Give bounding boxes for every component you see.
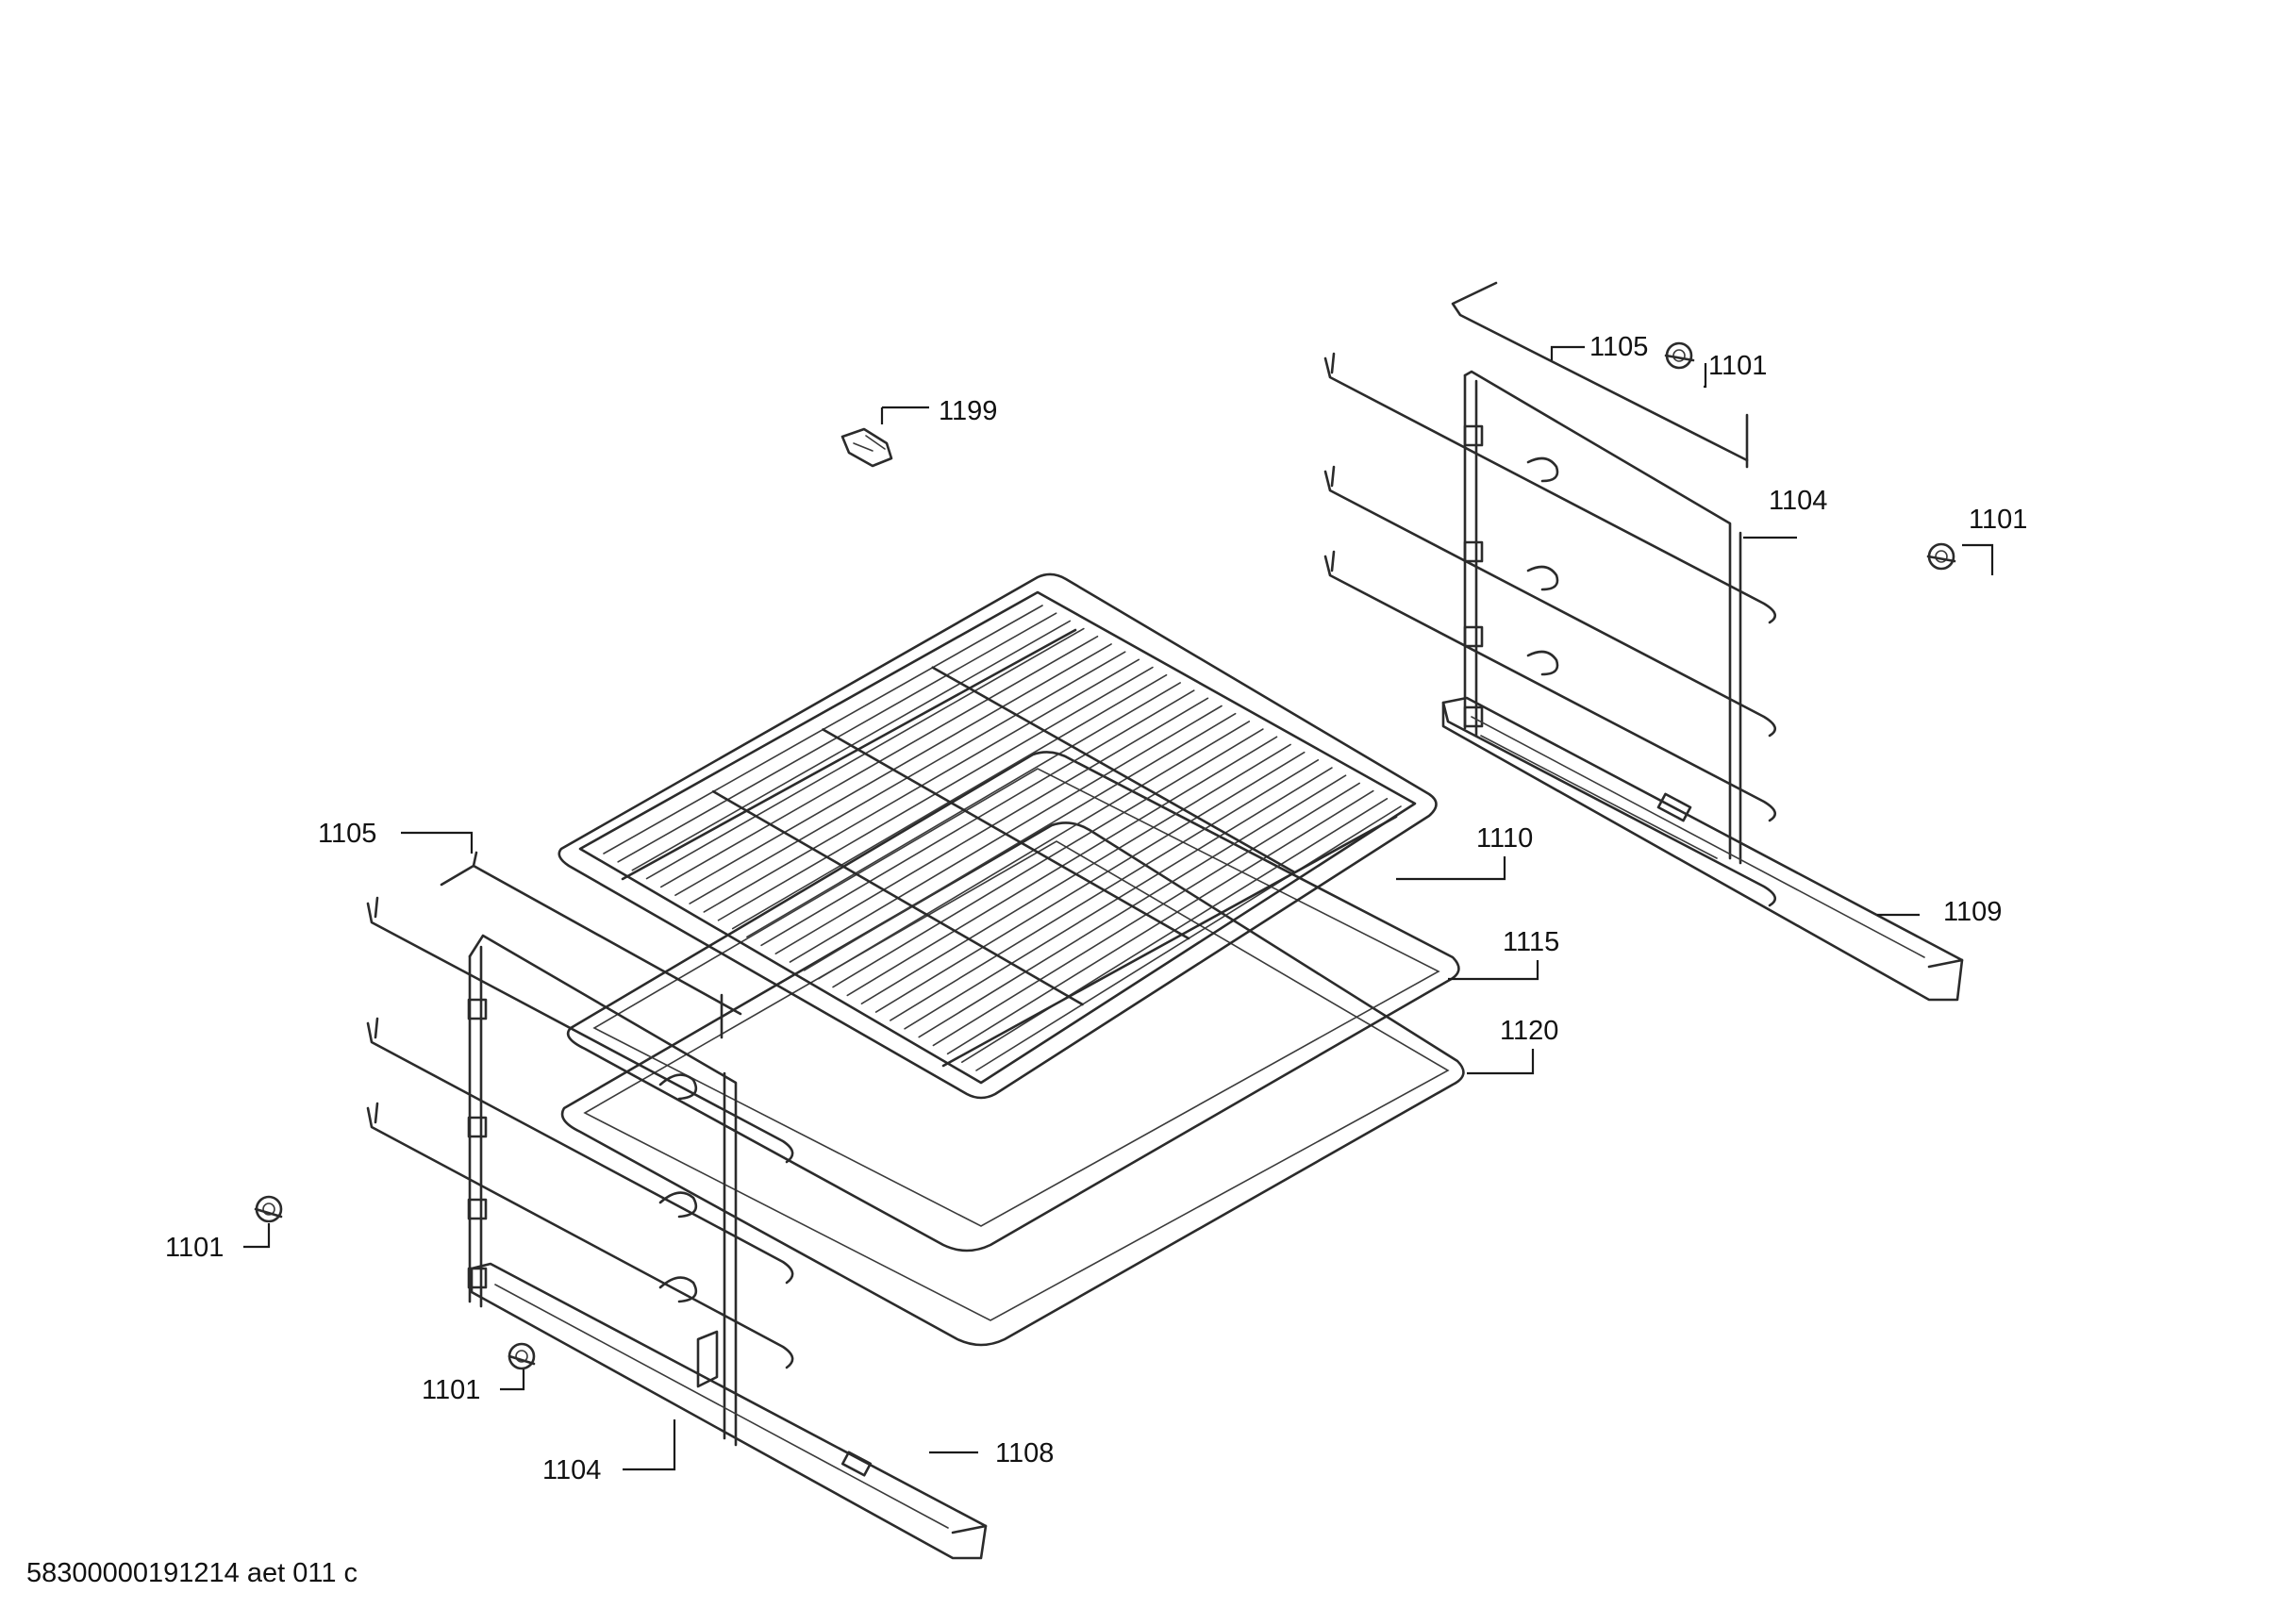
leader-lines (243, 345, 1994, 1471)
label-1104-left: 1104 (542, 1455, 601, 1485)
pin-right-mid (1926, 542, 1956, 571)
drawing-code: 58300000191214 aet 011 c (26, 1558, 358, 1588)
label-1101-left-inner: 1101 (422, 1375, 480, 1405)
right-ladder-rack (1323, 352, 1777, 907)
right-upper-rail (1451, 281, 1749, 469)
label-1105-right: 1105 (1589, 332, 1648, 362)
label-1104-right: 1104 (1769, 486, 1827, 516)
clip-part (840, 427, 893, 468)
part-labels: 1199 1105 1101 1104 1101 1109 1105 1110 … (165, 332, 2027, 1485)
left-telescopic-rail (470, 1262, 988, 1560)
label-1108: 1108 (995, 1438, 1054, 1468)
label-1101-right-top: 1101 (1708, 351, 1767, 381)
label-1199: 1199 (939, 396, 997, 426)
label-1105-left: 1105 (318, 819, 376, 849)
pin-right-top (1664, 341, 1695, 370)
right-telescopic-rail (1441, 696, 1964, 1002)
pin-left-inner (507, 1342, 536, 1370)
label-1101-left-outer: 1101 (165, 1233, 224, 1263)
label-1109: 1109 (1943, 897, 2002, 927)
left-upper-rail (440, 851, 742, 1039)
label-1115: 1115 (1503, 927, 1559, 957)
label-1120: 1120 (1500, 1016, 1558, 1046)
left-ladder-rack (366, 896, 794, 1447)
shallow-tray (566, 751, 1460, 1252)
label-1110: 1110 (1476, 823, 1533, 854)
grid-crossbar (711, 789, 1084, 1006)
pin-left-outer (254, 1195, 283, 1223)
grid-crossbar (931, 666, 1296, 874)
label-1101-right-mid: 1101 (1969, 505, 2027, 535)
grid-crossbar (822, 728, 1190, 940)
wire-grid (557, 572, 1438, 1100)
